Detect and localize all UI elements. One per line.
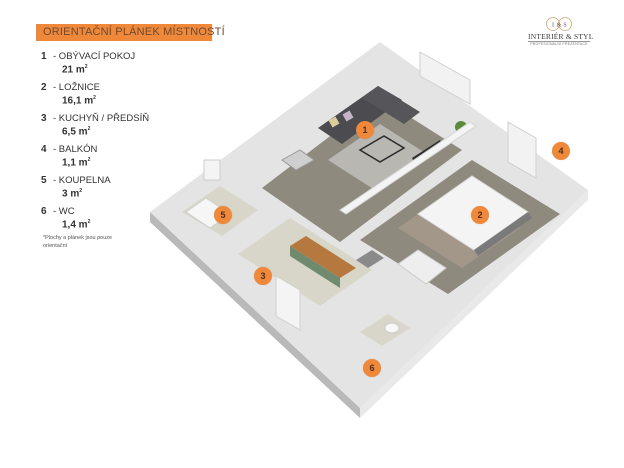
- legend-room-name: - LOŽNICE: [53, 82, 100, 93]
- wardrobe: [397, 249, 447, 285]
- outer-wall-right-face: [360, 190, 588, 418]
- legend-room-area: 1,1 m2: [62, 157, 91, 169]
- entrance-door: [275, 275, 301, 331]
- outer-wall-left-face: [150, 212, 360, 418]
- room-marker-living-room: 1: [356, 121, 374, 139]
- svg-text:I: I: [552, 23, 554, 29]
- legend-number: 3: [41, 113, 47, 124]
- legend-room-area: 21 m2: [62, 64, 88, 76]
- page-title: ORIENTAČNÍ PLÁNEK MÍSTNOSTÍ: [36, 24, 225, 41]
- legend-room-name: - KUCHYŇ / PŘEDSÍŇ: [53, 113, 150, 124]
- coffee-table: [358, 135, 406, 163]
- brand-tagline: PROFESIONÁLNÍ PREZENTACE: [530, 42, 588, 46]
- brand-name: INTERIÉR & STYL: [528, 32, 594, 42]
- room-marker-balcony: 4: [552, 142, 570, 160]
- sofa-chaise: [362, 86, 420, 124]
- legend-number: 2: [41, 82, 47, 93]
- legend-room-name: - KOUPELNA: [53, 175, 111, 186]
- toilet: [384, 322, 400, 334]
- room-marker-wc: 6: [363, 359, 381, 377]
- legend-number: 4: [41, 144, 47, 155]
- living-rug: [328, 124, 430, 192]
- cushion: [342, 110, 354, 122]
- legend-room-area: 1,4 m2: [62, 219, 91, 231]
- room-marker-kitchen-hall: 3: [254, 267, 272, 285]
- wall-living-bedroom: [339, 121, 477, 215]
- legend-number: 1: [41, 51, 47, 62]
- window-living: [419, 51, 471, 105]
- legend-room-name: - BALKÓN: [53, 144, 98, 155]
- legend-room-name: - OBÝVACÍ POKOJ: [53, 51, 136, 62]
- legend-room-area: 3 m2: [62, 188, 83, 200]
- boiler: [203, 159, 221, 181]
- dining-table: [281, 149, 315, 171]
- room-marker-bathroom: 5: [214, 206, 232, 224]
- svg-text:&: &: [557, 23, 562, 29]
- legend-room-area: 16,1 m2: [62, 95, 96, 107]
- balcony-door: [507, 121, 537, 179]
- fridge: [356, 250, 384, 268]
- legend-number: 6: [41, 206, 47, 217]
- svg-text:S: S: [563, 23, 566, 29]
- room-marker-bedroom: 2: [471, 206, 489, 224]
- legend-room-name: - WC: [53, 206, 75, 217]
- kitchen-cabinets: [290, 246, 340, 288]
- brand-logo: I & S INTERIÉR & STYL PROFESIONÁLNÍ PREZ…: [528, 16, 594, 46]
- legend-room-area: 6,5 m2: [62, 126, 91, 138]
- apartment-footprint: [150, 42, 588, 408]
- legend-number: 5: [41, 175, 47, 186]
- kitchen-counter: [290, 236, 356, 278]
- disclaimer-note: *Plochy a plánek jsou pouze orientační: [43, 235, 113, 249]
- monogram-icon: I & S: [546, 17, 572, 31]
- bed-headboard: [474, 212, 532, 256]
- cushion: [328, 116, 340, 128]
